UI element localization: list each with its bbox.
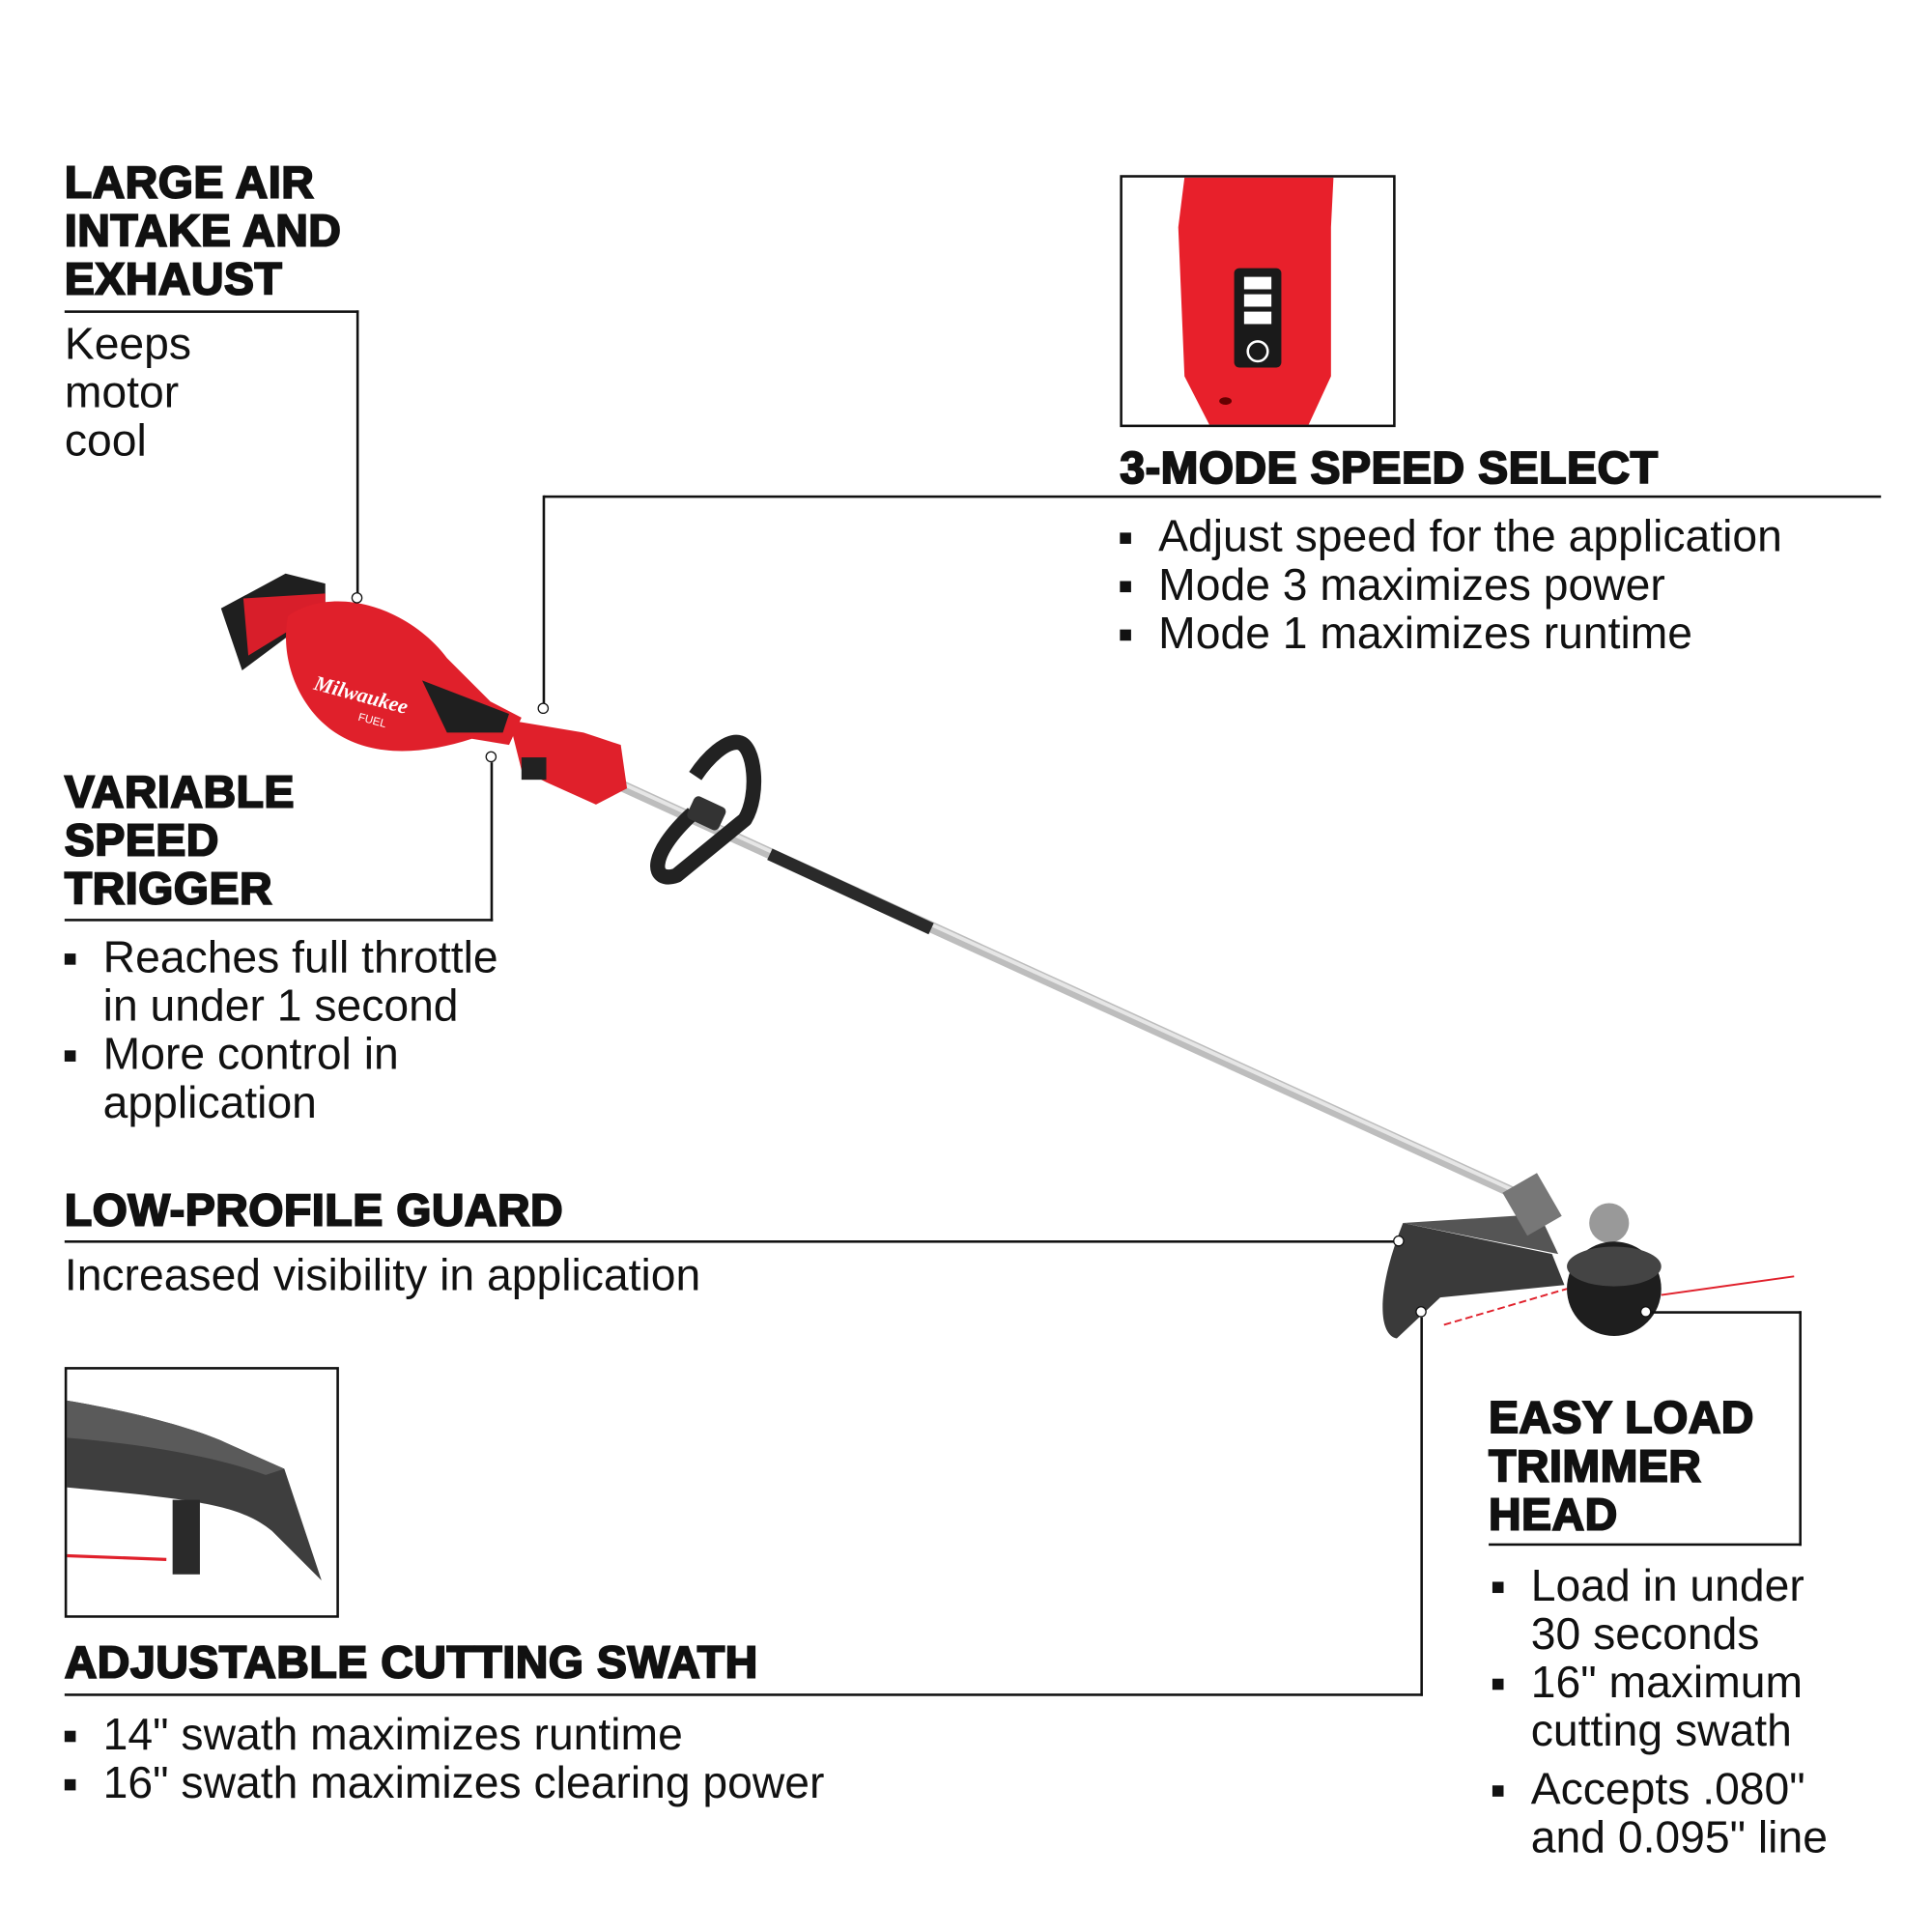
speed-select-bullets: Adjust speed for the application Mode 3 … [1118, 512, 1782, 657]
callout-dot [1415, 1306, 1427, 1318]
bullet-line: and 0.095" line [1530, 1811, 1828, 1862]
leader-line [1489, 1543, 1802, 1547]
bullet-line: Reaches full throttle [102, 930, 498, 982]
swath-bullets: 14" swath maximizes runtime 16" swath ma… [62, 1710, 824, 1806]
title-line: EASY LOAD [1488, 1391, 1754, 1443]
mode-button-icon [1246, 340, 1269, 363]
bullet-line: Accepts .080" [1530, 1763, 1805, 1814]
leader-line [490, 762, 494, 922]
bullet-line: More control in [102, 1028, 399, 1079]
title-line: TRIGGER [64, 863, 273, 914]
leader-line [64, 1240, 1396, 1243]
bullet-item: Adjust speed for the application [1118, 512, 1782, 560]
air-intake-title: LARGE AIR INTAKE AND EXHAUST [64, 156, 342, 304]
title-line: INTAKE AND [64, 205, 342, 256]
bullet-line: Load in under [1530, 1559, 1804, 1611]
body-line: motor [64, 366, 180, 417]
callout-dot [537, 702, 550, 715]
title-line: LARGE AIR [64, 156, 315, 208]
guard-title: LOW-PROFILE GUARD [64, 1184, 564, 1236]
leader-line [543, 495, 1882, 498]
trimmer-head-title: EASY LOAD TRIMMER HEAD [1488, 1391, 1754, 1540]
bullet-line: application [102, 1076, 317, 1128]
bullet-item: 16" swath maximizes clearing power [62, 1758, 824, 1806]
bullet-item: Accepts .080"and 0.095" line [1490, 1764, 1828, 1861]
leader-line [355, 310, 359, 596]
shaft-grip [767, 848, 934, 935]
bullet-line: cutting swath [1530, 1704, 1792, 1756]
leader-line [1420, 1317, 1423, 1696]
bullet-line: 16" maximum [1530, 1656, 1804, 1708]
speed-select-inset-image [1120, 175, 1396, 428]
leader-line [1799, 1311, 1802, 1547]
leader-line [1651, 1311, 1802, 1314]
body-line: Keeps [64, 318, 192, 369]
guard-inset-image [64, 1367, 339, 1618]
shaft [603, 774, 1540, 1208]
leader-line [542, 495, 546, 704]
title-line: TRIMMER [1488, 1439, 1702, 1492]
callout-dot [485, 751, 497, 763]
bullet-item: 14" swath maximizes runtime [62, 1710, 824, 1758]
d-handle [650, 734, 762, 885]
callout-dot [1393, 1235, 1405, 1247]
leader-line [64, 1693, 1423, 1696]
callout-dot [351, 592, 363, 604]
air-intake-body: Keeps motor cool [65, 319, 191, 464]
trigger-housing [508, 720, 628, 805]
trigger-title: VARIABLE SPEED TRIGGER [64, 766, 296, 914]
body-line: cool [64, 414, 147, 466]
speed-select-title: 3-MODE SPEED SELECT [1119, 441, 1659, 494]
guard [1382, 1223, 1565, 1339]
title-line: VARIABLE [64, 766, 296, 817]
bullet-item: Mode 3 maximizes power [1118, 560, 1782, 609]
bullet-line: 30 seconds [1530, 1607, 1760, 1660]
title-line: HEAD [1488, 1489, 1618, 1540]
swath-title: ADJUSTABLE CUTTING SWATH [64, 1636, 758, 1688]
bullet-item: Mode 1 maximizes runtime [1118, 609, 1782, 657]
callout-dot [1639, 1306, 1652, 1318]
leader-line [64, 310, 359, 313]
title-line: SPEED [64, 814, 219, 866]
title-line: EXHAUST [64, 253, 283, 304]
bullet-line: in under 1 second [102, 980, 459, 1031]
leader-line [64, 919, 494, 922]
guard-body: Increased visibility in application [64, 1249, 701, 1300]
